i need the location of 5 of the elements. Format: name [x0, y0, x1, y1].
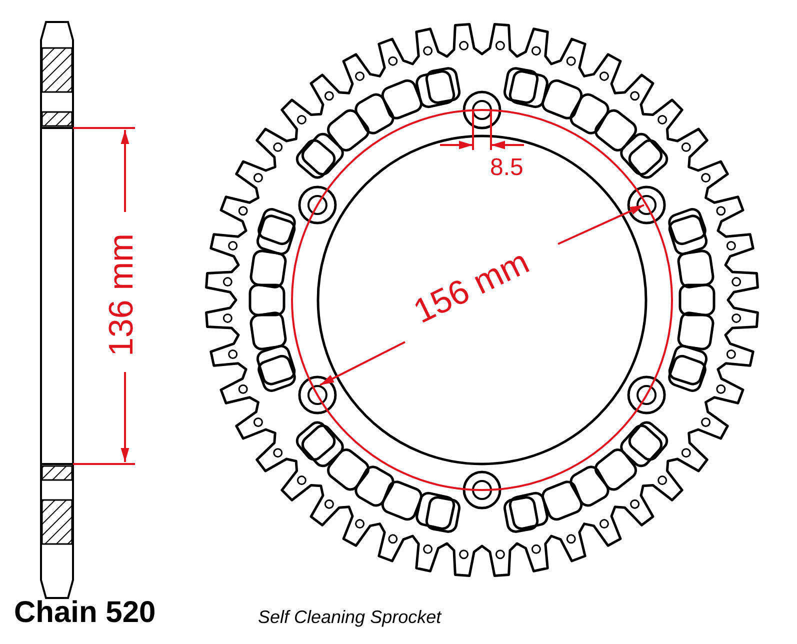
dimension-label: 8.5	[490, 156, 524, 180]
caption-text: Self Cleaning Sprocket	[258, 608, 442, 626]
dimension-label: 136 mm	[104, 234, 138, 356]
chain-size-label: Chain 520	[14, 598, 156, 628]
dimension-label: 156 mm	[408, 244, 534, 330]
